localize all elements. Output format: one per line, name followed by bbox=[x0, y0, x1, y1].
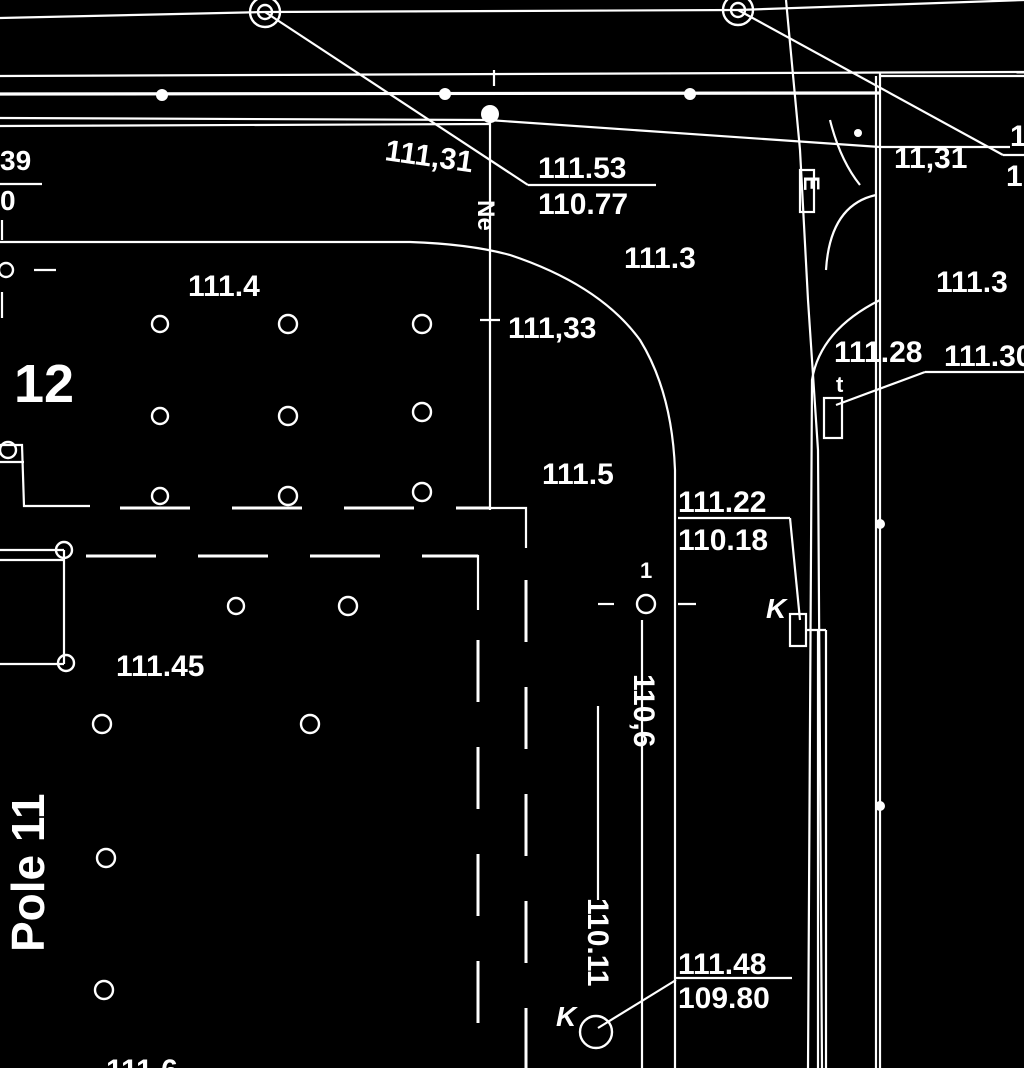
elevation-label: 111.6 bbox=[106, 1054, 178, 1068]
survey-monuments bbox=[248, 0, 755, 29]
elevation-label: 110.11 bbox=[581, 898, 614, 986]
symbol-label: K bbox=[556, 1001, 578, 1032]
symbol-label: t bbox=[836, 372, 844, 397]
utility-boxes bbox=[788, 168, 844, 648]
elevation-label: 109.80 bbox=[678, 982, 770, 1015]
elevation-label: 0 bbox=[0, 185, 16, 216]
elevation-label: 111.4 bbox=[188, 270, 260, 303]
elevation-label: 111.53 bbox=[538, 152, 626, 185]
elevation-label: 110.18 bbox=[678, 524, 768, 557]
parcel-number: 12 bbox=[14, 354, 74, 414]
elevation-label: 111.5 bbox=[542, 458, 614, 491]
elevation-label: 111,33 bbox=[508, 312, 596, 345]
tree-symbols bbox=[0, 261, 657, 1050]
parcel-boundaries bbox=[0, 182, 528, 1068]
elevation-label: 111.3 bbox=[936, 266, 1008, 299]
symbol-label: E bbox=[799, 176, 824, 191]
elevation-label: 39 bbox=[0, 145, 31, 176]
symbol-label: K bbox=[766, 593, 788, 624]
elevation-label: 110,6 bbox=[627, 674, 660, 747]
elevation-label: 111.45 bbox=[116, 650, 204, 683]
utility-points bbox=[156, 88, 885, 811]
plan-labels: 12 Pole 11 111,31 111.53 110.77 111.3 11… bbox=[0, 120, 1024, 1068]
elevation-label: 111.28 bbox=[834, 336, 922, 369]
elevation-label: 1 bbox=[1006, 160, 1023, 193]
elevation-label: 111.3 bbox=[624, 242, 696, 275]
symbol-label: 1 bbox=[640, 558, 652, 583]
elevation-label: 111.30 bbox=[944, 340, 1024, 373]
elevation-label: 11,31 bbox=[894, 142, 967, 175]
elevation-label: 110.77 bbox=[538, 188, 628, 221]
elevation-label: 1 bbox=[1010, 120, 1024, 153]
elevation-label: 111.22 bbox=[678, 486, 766, 519]
symbol-label: Ne bbox=[472, 200, 499, 231]
pole-label: Pole 11 bbox=[2, 793, 54, 952]
elevation-label: 111.48 bbox=[678, 948, 766, 981]
overhead-lines bbox=[0, 0, 1024, 187]
